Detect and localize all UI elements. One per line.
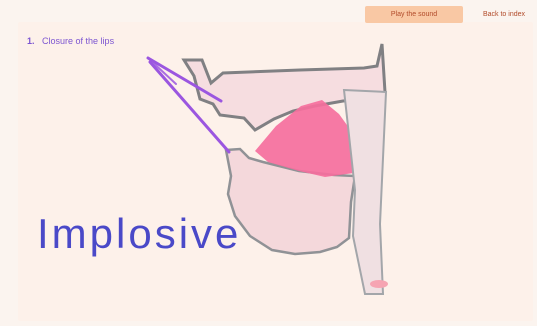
glottis-mark bbox=[370, 280, 388, 288]
diagram-title: Implosive bbox=[37, 210, 241, 258]
